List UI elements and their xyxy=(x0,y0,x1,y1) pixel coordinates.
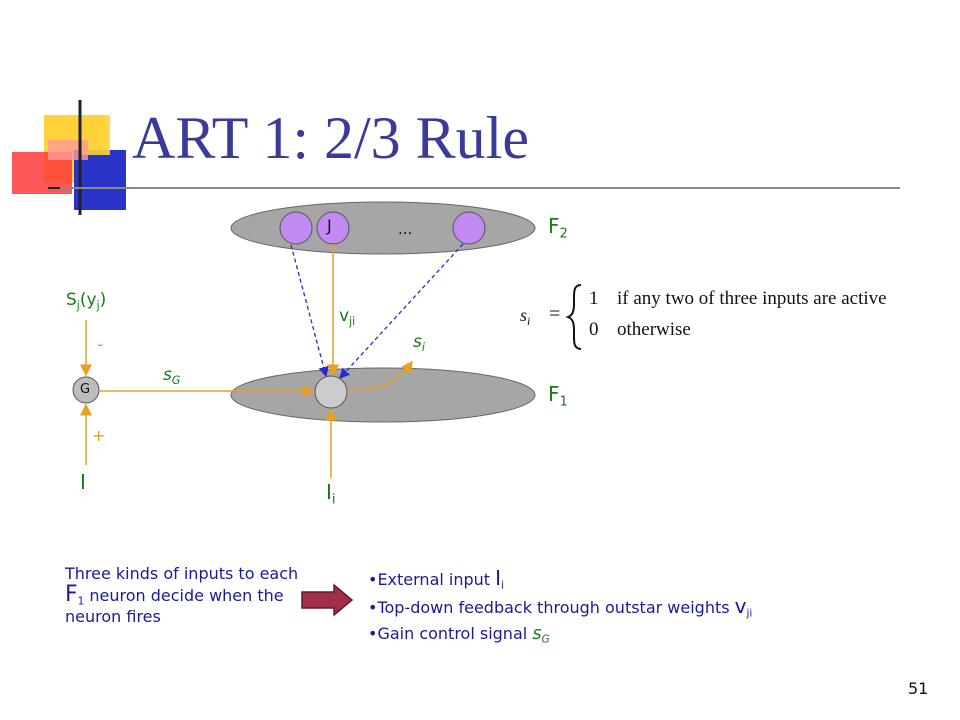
si-label: si xyxy=(413,332,425,354)
f2-neuron-3 xyxy=(452,211,486,245)
right-arrow-icon xyxy=(301,583,354,617)
formula-lhs: si xyxy=(520,305,531,329)
page-number: 51 xyxy=(908,679,929,698)
gain-control-node xyxy=(72,376,100,404)
neuron-j-label: J xyxy=(327,216,332,235)
page-title: ART 1: 2/3 Rule xyxy=(132,105,529,171)
layer-f2-ellipse xyxy=(230,201,536,255)
description-text: Three kinds of inputs to each F1 neuron … xyxy=(65,564,299,626)
top-down-weight-right xyxy=(339,243,464,379)
f2-neuron-1 xyxy=(279,211,313,245)
sj-yj-label: Sj(yj) xyxy=(66,290,107,312)
formula-equals: = xyxy=(549,303,561,325)
vji-label: vji xyxy=(339,306,356,328)
f1-neuron xyxy=(314,375,348,409)
formula-brace xyxy=(565,284,582,350)
formula-case1-text: if any two of three inputs are active xyxy=(617,288,887,309)
art1-diagram xyxy=(72,201,536,478)
input-bullet-list: •External input Ii •Top-down feedback th… xyxy=(368,565,752,647)
gain-node-label: G xyxy=(80,382,91,397)
formula-case2-value: 0 xyxy=(589,319,599,340)
layer-f1-label: F1 xyxy=(548,382,568,410)
bullet-external-input: •External input Ii xyxy=(368,566,504,592)
ellipsis-label: ... xyxy=(398,220,413,238)
input-ii-label: Ii xyxy=(326,480,336,508)
plus-sign: + xyxy=(92,426,106,445)
title-divider xyxy=(60,187,900,189)
input-i-label: I xyxy=(80,470,86,494)
top-down-weight-left xyxy=(290,244,329,378)
layer-f2-label: F2 xyxy=(548,214,568,242)
layer-f1-ellipse xyxy=(230,367,536,423)
f2-neuron-j xyxy=(316,211,350,245)
output-si-arrow xyxy=(346,360,413,391)
sg-label: sG xyxy=(163,365,181,387)
bullet-top-down-feedback: •Top-down feedback through outstar weigh… xyxy=(368,594,753,620)
minus-sign: - xyxy=(97,334,104,355)
bullet-gain-control: •Gain control signal sG xyxy=(368,623,550,646)
logo-decoration xyxy=(12,100,126,215)
formula-case2-text: otherwise xyxy=(617,319,691,340)
formula-case1-value: 1 xyxy=(589,288,599,309)
